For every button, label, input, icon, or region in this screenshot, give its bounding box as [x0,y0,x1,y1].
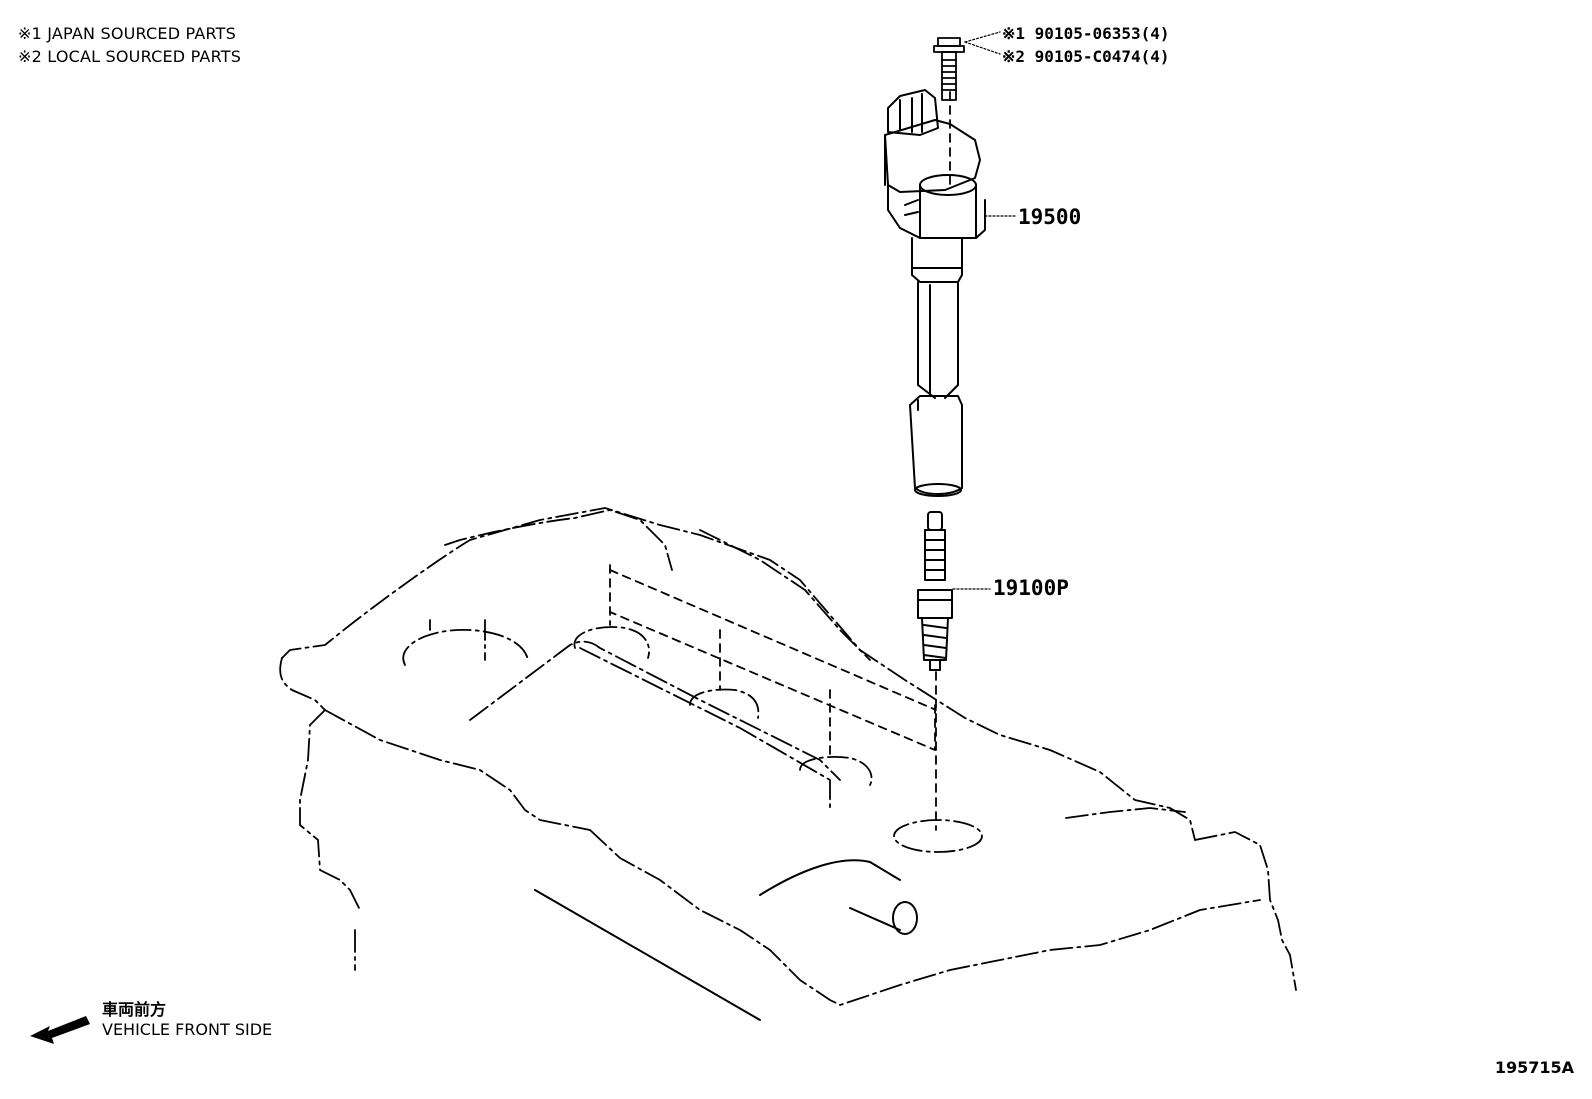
cover-rails [469,640,841,811]
source-notes: ※1 JAPAN SOURCED PARTS ※2 LOCAL SOURCED … [18,22,241,68]
vehicle-front-japanese: 車両前方 [102,1000,167,1019]
illustration-number: 195715A [1494,1058,1574,1077]
bolt-part-labels: ※1 90105-06353(4) ※2 90105-C0474(4) [1002,22,1170,68]
cover-front-tube [534,859,918,1021]
spark-plug [917,511,953,671]
engine-head-cover [279,507,1297,1006]
leader-lines [952,31,1017,590]
ignition-coil-part-number: 19500 [1018,205,1082,229]
bolt [933,37,965,101]
ignition-coil [884,89,986,497]
vehicle-front-english: VEHICLE FRONT SIDE [102,1020,273,1039]
note-japan-sourced: ※1 JAPAN SOURCED PARTS [18,24,237,43]
spark-plug-part-number: 19100P [993,576,1069,600]
alignment-dashes [609,91,951,831]
front-arrow-icon [30,1016,90,1044]
vehicle-front-label: 車両前方 VEHICLE FRONT SIDE [102,1000,272,1040]
plug-well-recesses [402,619,983,853]
bolt-part-local: ※2 90105-C0474(4) [1002,47,1170,66]
cover-ridge [444,509,871,661]
bolt-part-japan: ※1 90105-06353(4) [1002,24,1170,43]
note-local-sourced: ※2 LOCAL SOURCED PARTS [18,47,242,66]
